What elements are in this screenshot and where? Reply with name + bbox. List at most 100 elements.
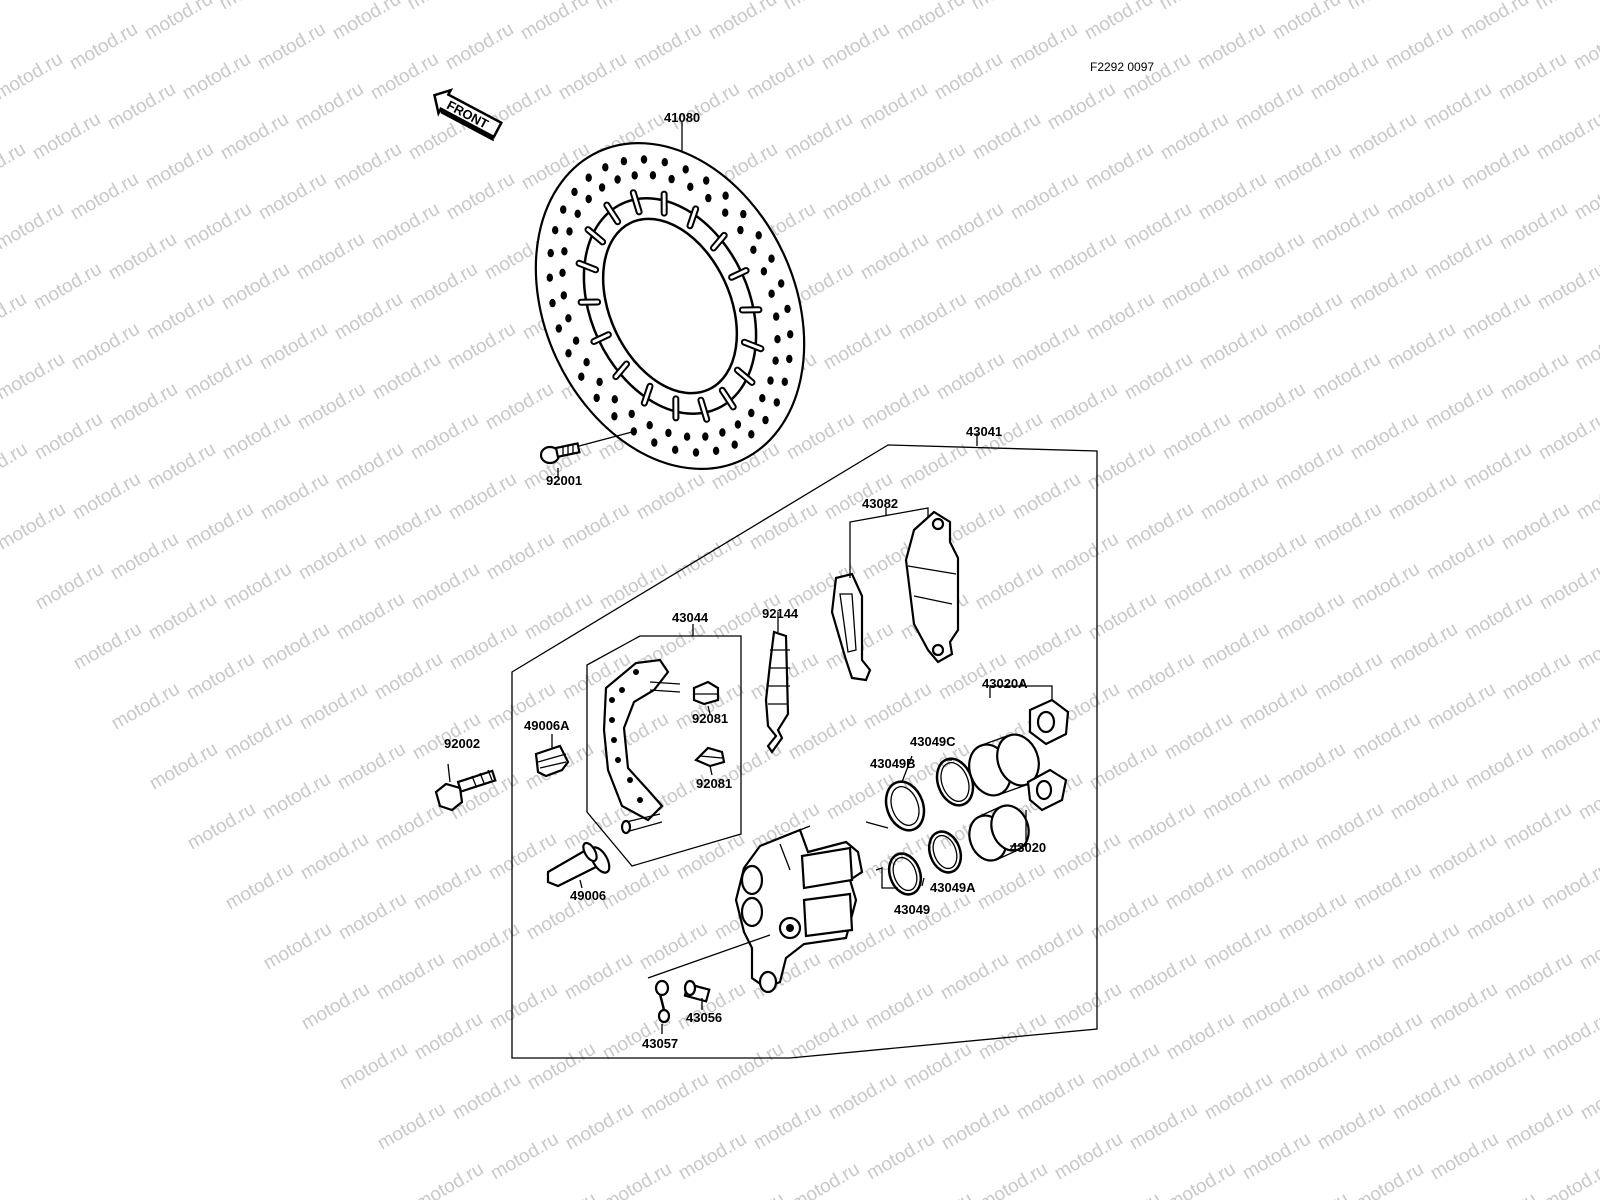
- disc-hole: [734, 420, 742, 429]
- disc-holes: [546, 155, 794, 457]
- disc-hole: [611, 395, 618, 404]
- watermark-text: motod.ru: [254, 19, 329, 75]
- watermark-text: motod.ru: [1458, 139, 1533, 195]
- watermark-text: motod.ru: [329, 0, 404, 44]
- disc-hole: [572, 336, 580, 345]
- watermark-text: motod.ru: [141, 0, 216, 44]
- disc-slot: [586, 228, 605, 244]
- watermark-text: motod.ru: [1422, 379, 1497, 435]
- watermark-text: motod.ru: [449, 1069, 524, 1125]
- watermark-text: motod.ru: [0, 289, 30, 345]
- watermark-text: motod.ru: [974, 859, 1049, 915]
- watermark-text: motod.ru: [561, 949, 636, 1005]
- watermark-text: motod.ru: [524, 1039, 599, 1095]
- clip-92081-lower: [694, 746, 726, 768]
- watermark-text: motod.ru: [406, 259, 481, 315]
- watermark-text: motod.ru: [1387, 769, 1462, 825]
- disc-hole: [565, 349, 572, 358]
- part-label-43056: 43056: [686, 1010, 722, 1025]
- watermark-text: motod.ru: [675, 1129, 750, 1185]
- part-label-92001: 92001: [546, 473, 582, 488]
- disc-hole: [611, 412, 618, 421]
- watermark-text: motod.ru: [1006, 19, 1081, 75]
- watermark-text: motod.ru: [1083, 289, 1158, 345]
- watermark-text: motod.ru: [1233, 229, 1308, 285]
- watermark-text: motod.ru: [220, 559, 295, 615]
- watermark-text: motod.ru: [785, 709, 860, 765]
- disc-hole: [737, 225, 744, 235]
- watermark-text: motod.ru: [1351, 1009, 1426, 1065]
- disc-hole: [778, 279, 785, 288]
- watermark-text: motod.ru: [0, 199, 67, 255]
- part-label-43057: 43057: [642, 1036, 678, 1051]
- watermark-text: motod.ru: [219, 409, 294, 465]
- part-label-43041: 43041: [966, 424, 1002, 439]
- watermark-text: motod.ru: [1532, 0, 1600, 14]
- watermark-text: motod.ru: [818, 19, 893, 75]
- watermark-text: motod.ru: [1382, 19, 1457, 75]
- watermark-text: motod.ru: [67, 169, 142, 225]
- watermark-text: motod.ru: [446, 619, 521, 675]
- disc-hole: [672, 445, 679, 454]
- disc-hole: [665, 428, 672, 438]
- disc-hole: [566, 227, 573, 236]
- watermark-text: motod.ru: [335, 889, 410, 945]
- disc-hole: [620, 157, 628, 166]
- watermark-text: motod.ru: [0, 49, 66, 105]
- disc-slot: [688, 207, 698, 228]
- watermark-text: motod.ru: [1461, 589, 1536, 645]
- watermark-text: motod.ru: [222, 859, 297, 915]
- watermark-text: motod.ru: [1082, 139, 1157, 195]
- watermark-text: motod.ru: [105, 229, 180, 285]
- disc-hole: [774, 335, 781, 344]
- disc-hole: [773, 312, 780, 321]
- watermark-text: motod.ru: [255, 169, 330, 225]
- watermark-text: motod.ru: [1425, 829, 1500, 885]
- disc-hole: [614, 175, 621, 184]
- watermark-text: motod.ru: [1420, 79, 1495, 135]
- watermark-text: motod.ru: [862, 979, 937, 1035]
- watermark-text: motod.ru: [562, 1099, 637, 1155]
- watermark-text: motod.ru: [1427, 1129, 1502, 1185]
- watermark-text: motod.ru: [260, 919, 335, 975]
- watermark-text: motod.ru: [933, 349, 1008, 405]
- watermark-text: motod.ru: [404, 0, 479, 14]
- watermark-text: motod.ru: [819, 169, 894, 225]
- watermark-text: motod.ru: [143, 289, 218, 345]
- disc-slot: [735, 368, 754, 384]
- watermark-text: motod.ru: [1389, 1069, 1464, 1125]
- watermark-text: motod.ru: [1571, 169, 1600, 225]
- watermark-text: motod.ru: [1126, 1099, 1201, 1155]
- watermark-text: motod.ru: [1232, 79, 1307, 135]
- disc-hole: [687, 182, 694, 191]
- brake-disc: [534, 142, 806, 470]
- watermark-text: motod.ru: [1160, 559, 1235, 615]
- disc-hole: [705, 193, 712, 203]
- watermark-text: motod.ru: [0, 499, 69, 555]
- watermark-text: motod.ru: [367, 49, 442, 105]
- watermark-text: motod.ru: [1197, 469, 1272, 525]
- disc-hole: [787, 330, 794, 339]
- watermark-text: motod.ru: [517, 0, 592, 44]
- watermark-text: motod.ru: [408, 559, 483, 615]
- disc-hole: [712, 446, 720, 455]
- watermark-text: motod.ru: [1050, 979, 1125, 1035]
- watermark-text: motod.ru: [29, 109, 104, 165]
- disc-hole: [683, 432, 691, 441]
- part-label-43020: 43020: [1010, 840, 1046, 855]
- watermark-text: motod.ru: [217, 109, 292, 165]
- watermark-text: motod.ru: [1195, 169, 1270, 225]
- watermark-text: motod.ru: [1459, 289, 1534, 345]
- disc-hole: [760, 267, 768, 276]
- disc-hole: [767, 376, 774, 385]
- disc-slot: [720, 388, 735, 409]
- watermark-text: motod.ru: [444, 319, 519, 375]
- watermark-text: motod.ru: [937, 949, 1012, 1005]
- watermark-text: motod.ru: [1235, 529, 1310, 585]
- disc-hole: [578, 372, 585, 381]
- watermark-text: motod.ru: [104, 79, 179, 135]
- disc-hole: [560, 205, 567, 214]
- watermark-text: motod.ru: [1161, 709, 1236, 765]
- watermark-text: motod.ru: [1577, 1069, 1600, 1125]
